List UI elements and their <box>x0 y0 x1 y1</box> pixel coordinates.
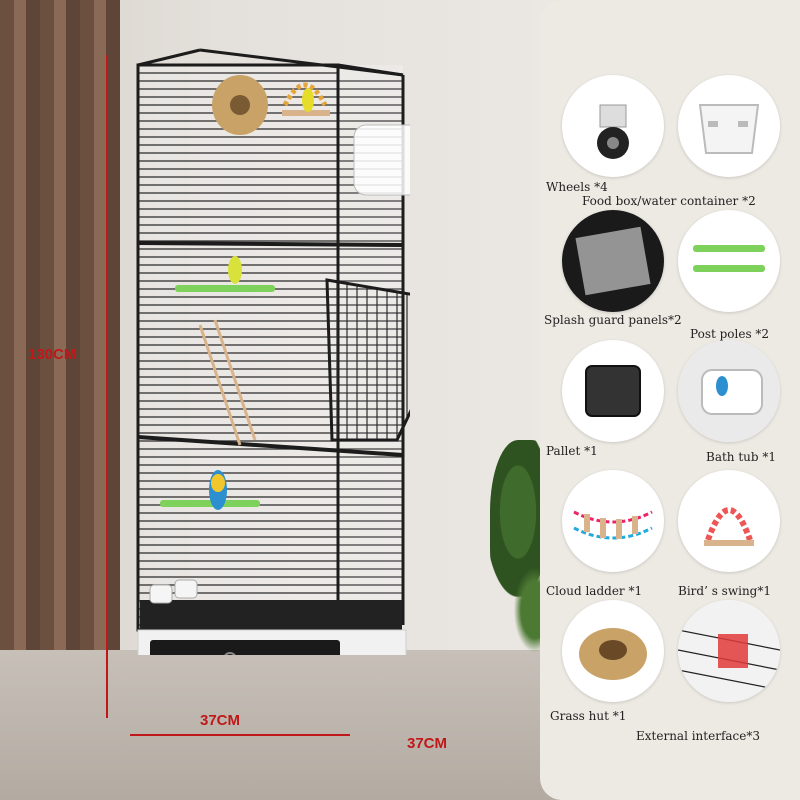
splash-panel-icon <box>562 210 664 312</box>
accessory-label-wheels: Wheels *4 <box>546 180 608 194</box>
accessory-label-bath: Bath tub *1 <box>706 450 777 464</box>
accessory-label-swing: Bird’ s swing*1 <box>678 584 771 598</box>
bird-cage <box>130 45 410 655</box>
food-box-icon <box>678 75 780 177</box>
accessory-label-pallet: Pallet *1 <box>546 444 598 458</box>
width-dimension-line <box>130 734 350 736</box>
grass-hut-icon <box>562 600 664 702</box>
bath-tub-icon <box>678 340 780 442</box>
accessory-label-grass-hut: Grass hut *1 <box>550 709 627 723</box>
floor <box>0 650 560 800</box>
swing-icon <box>678 470 780 572</box>
accessory-label-ladder: Cloud ladder *1 <box>546 584 643 598</box>
accessory-label-splash: Splash guard panels*2 <box>544 313 682 327</box>
external-interface-icon <box>678 600 780 702</box>
bird-cage-drawing <box>136 48 410 655</box>
accessory-label-external: External interface*3 <box>636 729 761 743</box>
wheel-icon <box>562 75 664 177</box>
depth-dimension-label: 37CM <box>407 735 448 752</box>
width-dimension-label: 37CM <box>200 712 241 729</box>
perch-pole-icon <box>678 210 780 312</box>
accessory-label-poles: Post poles *2 <box>690 327 770 341</box>
pallet-tray-icon <box>562 340 664 442</box>
height-dimension-label: 130CM <box>28 346 77 363</box>
accessory-label-food-box: Food box/water container *2 <box>582 194 756 208</box>
ladder-icon <box>562 470 664 572</box>
height-dimension-line <box>106 55 108 718</box>
accessories-panel: Wheels *4 Food box/water container *2 Sp… <box>540 0 800 800</box>
